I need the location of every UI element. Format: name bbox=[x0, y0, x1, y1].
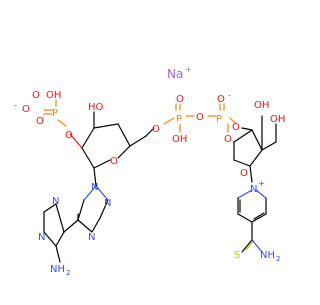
atom-n: N bbox=[104, 198, 111, 209]
atom-o: O bbox=[32, 90, 40, 101]
atom-p: P bbox=[52, 108, 58, 119]
atom-s: S bbox=[234, 250, 240, 261]
atom-n: N bbox=[38, 232, 45, 243]
atom-o: O bbox=[36, 116, 44, 127]
pyridinium-bonds bbox=[237, 189, 267, 253]
atom-o: O bbox=[196, 112, 204, 123]
atom-n-plus: N bbox=[250, 184, 257, 195]
atom-o-minus: O bbox=[22, 104, 30, 115]
atom-o: O bbox=[240, 168, 248, 179]
atom-p: P bbox=[216, 114, 222, 125]
atom-o: O bbox=[232, 122, 240, 133]
atom-nh2: NH bbox=[260, 250, 275, 261]
atom-nh2-subscript: 2 bbox=[276, 255, 280, 263]
atom-ho: HO bbox=[88, 102, 104, 113]
atom-n: N bbox=[88, 232, 95, 243]
atom-n: N bbox=[91, 182, 98, 193]
molecule-diagram: Na + O OH O - P O O HO O O O P OH O O - … bbox=[14, 65, 285, 277]
sodium-charge: + bbox=[185, 65, 192, 74]
atom-o: O bbox=[176, 94, 184, 105]
atom-n: N bbox=[52, 196, 59, 207]
atom-o: O bbox=[217, 94, 225, 105]
charge-plus: + bbox=[258, 179, 265, 188]
right-ribose-bonds bbox=[233, 115, 277, 183]
atom-oh: OH bbox=[172, 134, 187, 145]
atom-o: O bbox=[65, 130, 73, 141]
charge-minus: - bbox=[14, 101, 17, 110]
charge-minus: - bbox=[228, 91, 231, 100]
structure-svg: Na + O OH O - P O O HO O O O P OH O O - … bbox=[14, 65, 285, 277]
atom-oh: OH bbox=[46, 90, 61, 101]
atom-o: O bbox=[110, 156, 118, 167]
sodium-label: Na bbox=[167, 67, 183, 81]
atom-o: O bbox=[224, 134, 232, 145]
atom-nh2: NH bbox=[50, 264, 65, 275]
atom-oh: OH bbox=[270, 114, 285, 125]
phosphate-bonds bbox=[43, 99, 237, 149]
atom-nh2-subscript: 2 bbox=[66, 269, 70, 277]
left-ribose-bonds bbox=[81, 111, 155, 187]
atom-o: O bbox=[152, 124, 160, 135]
atom-p: P bbox=[176, 114, 182, 125]
adenine-bonds bbox=[43, 185, 109, 263]
atom-oh: OH bbox=[254, 100, 269, 111]
